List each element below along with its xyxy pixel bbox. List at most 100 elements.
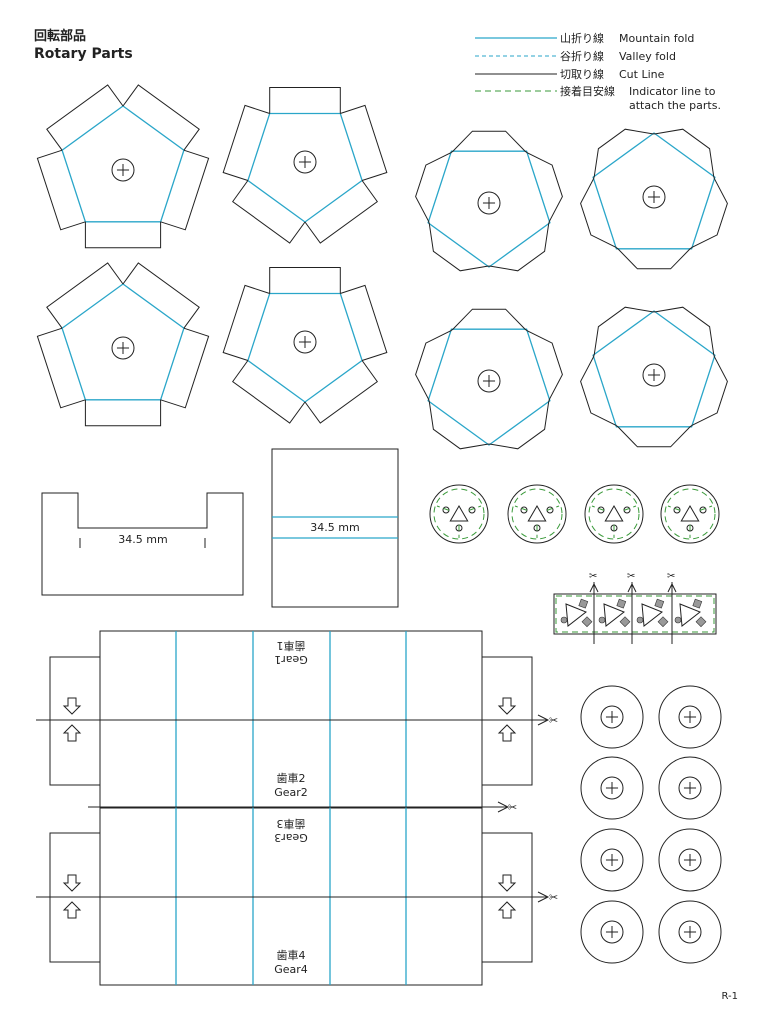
cut-arrow-2-head: [497, 801, 510, 813]
flap-outline: [222, 284, 270, 361]
gear3-label-en: Gear3: [274, 831, 308, 844]
center-hole: [111, 158, 135, 182]
legend-guide-en2: attach the parts.: [629, 99, 721, 112]
pentagon-fold: [592, 310, 716, 428]
title-jp: 回転部品: [34, 28, 86, 44]
flap-outline: [269, 87, 341, 114]
cam-strip-tab: [654, 598, 665, 609]
arrow-icon: [62, 874, 82, 892]
cam-strip-dot: [560, 616, 568, 624]
center-hole: [600, 848, 624, 872]
pentagon-petal-piece: [415, 308, 563, 450]
cam-strip-triangle: [565, 603, 587, 627]
cam-outline: [584, 484, 644, 544]
cam-strip-dot: [674, 616, 682, 624]
flap-outline: [232, 180, 306, 244]
cam-strip-tab: [581, 616, 593, 628]
bracket-outline: [41, 492, 244, 596]
petal-outline: [415, 130, 563, 272]
cam-guide-spoke: [699, 505, 713, 511]
pentagon-fold: [427, 328, 551, 446]
washer-outline: [658, 756, 722, 820]
flap-outline: [340, 284, 388, 361]
legend-guide-en: Indicator line to: [629, 85, 716, 98]
cut-arrow-1-head: [537, 714, 550, 726]
center-hole: [678, 776, 702, 800]
flap-outline: [46, 84, 124, 151]
legend-guide-jp: 接着目安線: [560, 84, 615, 98]
washer-disc: [580, 900, 644, 964]
center-hole: [600, 705, 624, 729]
legend-cut-jp: 切取り線: [560, 67, 604, 81]
flap-outline: [122, 262, 200, 329]
cam-guide-spoke: [667, 505, 681, 511]
flap-outline: [160, 327, 210, 409]
washer-discs: [580, 685, 722, 964]
cam-guide-spoke: [514, 505, 528, 511]
washer-disc: [580, 756, 644, 820]
scissors-icon: ✂: [627, 571, 635, 582]
cam-disc: [507, 484, 567, 544]
washer-disc: [658, 685, 722, 749]
cam-triangle: [680, 505, 700, 522]
cam-guide-spoke: [436, 505, 450, 511]
cam-strip-dot: [598, 616, 606, 624]
petal-outline: [580, 128, 728, 270]
flap-outline: [36, 149, 86, 231]
gear1-label-en: Gear1: [274, 653, 308, 666]
cam-strip-cut-head: [589, 582, 599, 593]
arrow-icon: [62, 697, 82, 715]
rect-dimension-label: 34.5 mm: [310, 521, 359, 534]
washer-outline: [658, 828, 722, 892]
legend: 山折り線 Mountain fold 谷折り線 Valley fold 切取り線…: [475, 31, 721, 112]
cam-guide-ring: [588, 488, 640, 540]
center-hole: [642, 363, 666, 387]
pentagon-fold: [427, 150, 551, 268]
scissors-icon: ✂: [589, 571, 597, 582]
cam-strip-tab: [616, 598, 627, 609]
cam-discs: [429, 484, 720, 544]
center-hole: [293, 330, 317, 354]
arrow-icon: [62, 901, 82, 919]
arrow-icon: [497, 901, 517, 919]
cam-outline: [429, 484, 489, 544]
scissors-icon: ✂: [667, 571, 675, 582]
cam-disc: [429, 484, 489, 544]
pentagon-petal-piece: [580, 128, 728, 270]
cam-strip-tab: [578, 598, 589, 609]
washer-outline: [580, 685, 644, 749]
flap-outline: [84, 221, 162, 249]
petal-outline: [415, 308, 563, 450]
center-hole: [111, 336, 135, 360]
gear4-label-jp: 歯車4: [277, 948, 306, 962]
rect-piece: 34.5 mm: [271, 448, 399, 608]
flap-outline: [160, 149, 210, 231]
flap-outline: [304, 360, 378, 424]
gear3-label-group: Gear3 歯車3: [274, 817, 308, 844]
pentagon-flap-piece: [36, 262, 210, 427]
center-hole: [600, 920, 624, 944]
cam-strip-dot: [636, 616, 644, 624]
center-hole: [600, 776, 624, 800]
center-hole: [477, 369, 501, 393]
cam-disc: [660, 484, 720, 544]
flap-outline: [84, 399, 162, 427]
rect-outline: [271, 448, 399, 608]
pentagon-fold: [61, 105, 185, 223]
pentagon-flap-piece: [222, 267, 388, 424]
cam-guide-ring: [433, 488, 485, 540]
cam-strip-outline: [553, 593, 717, 635]
scissors-icon: ✂: [549, 891, 558, 904]
arrow-icon: [62, 724, 82, 742]
pentagon-fold: [247, 112, 363, 223]
legend-mountain-jp: 山折り線: [560, 31, 604, 45]
title-en: Rotary Parts: [34, 46, 133, 62]
center-hole: [678, 705, 702, 729]
page-number: R-1: [721, 991, 738, 1002]
flap-outline: [122, 84, 200, 151]
arrow-icon: [497, 724, 517, 742]
pentagon-flap-piece: [222, 87, 388, 244]
washer-outline: [658, 685, 722, 749]
cam-strip-triangle: [679, 603, 701, 627]
cam-strip-cut-head: [667, 582, 677, 593]
